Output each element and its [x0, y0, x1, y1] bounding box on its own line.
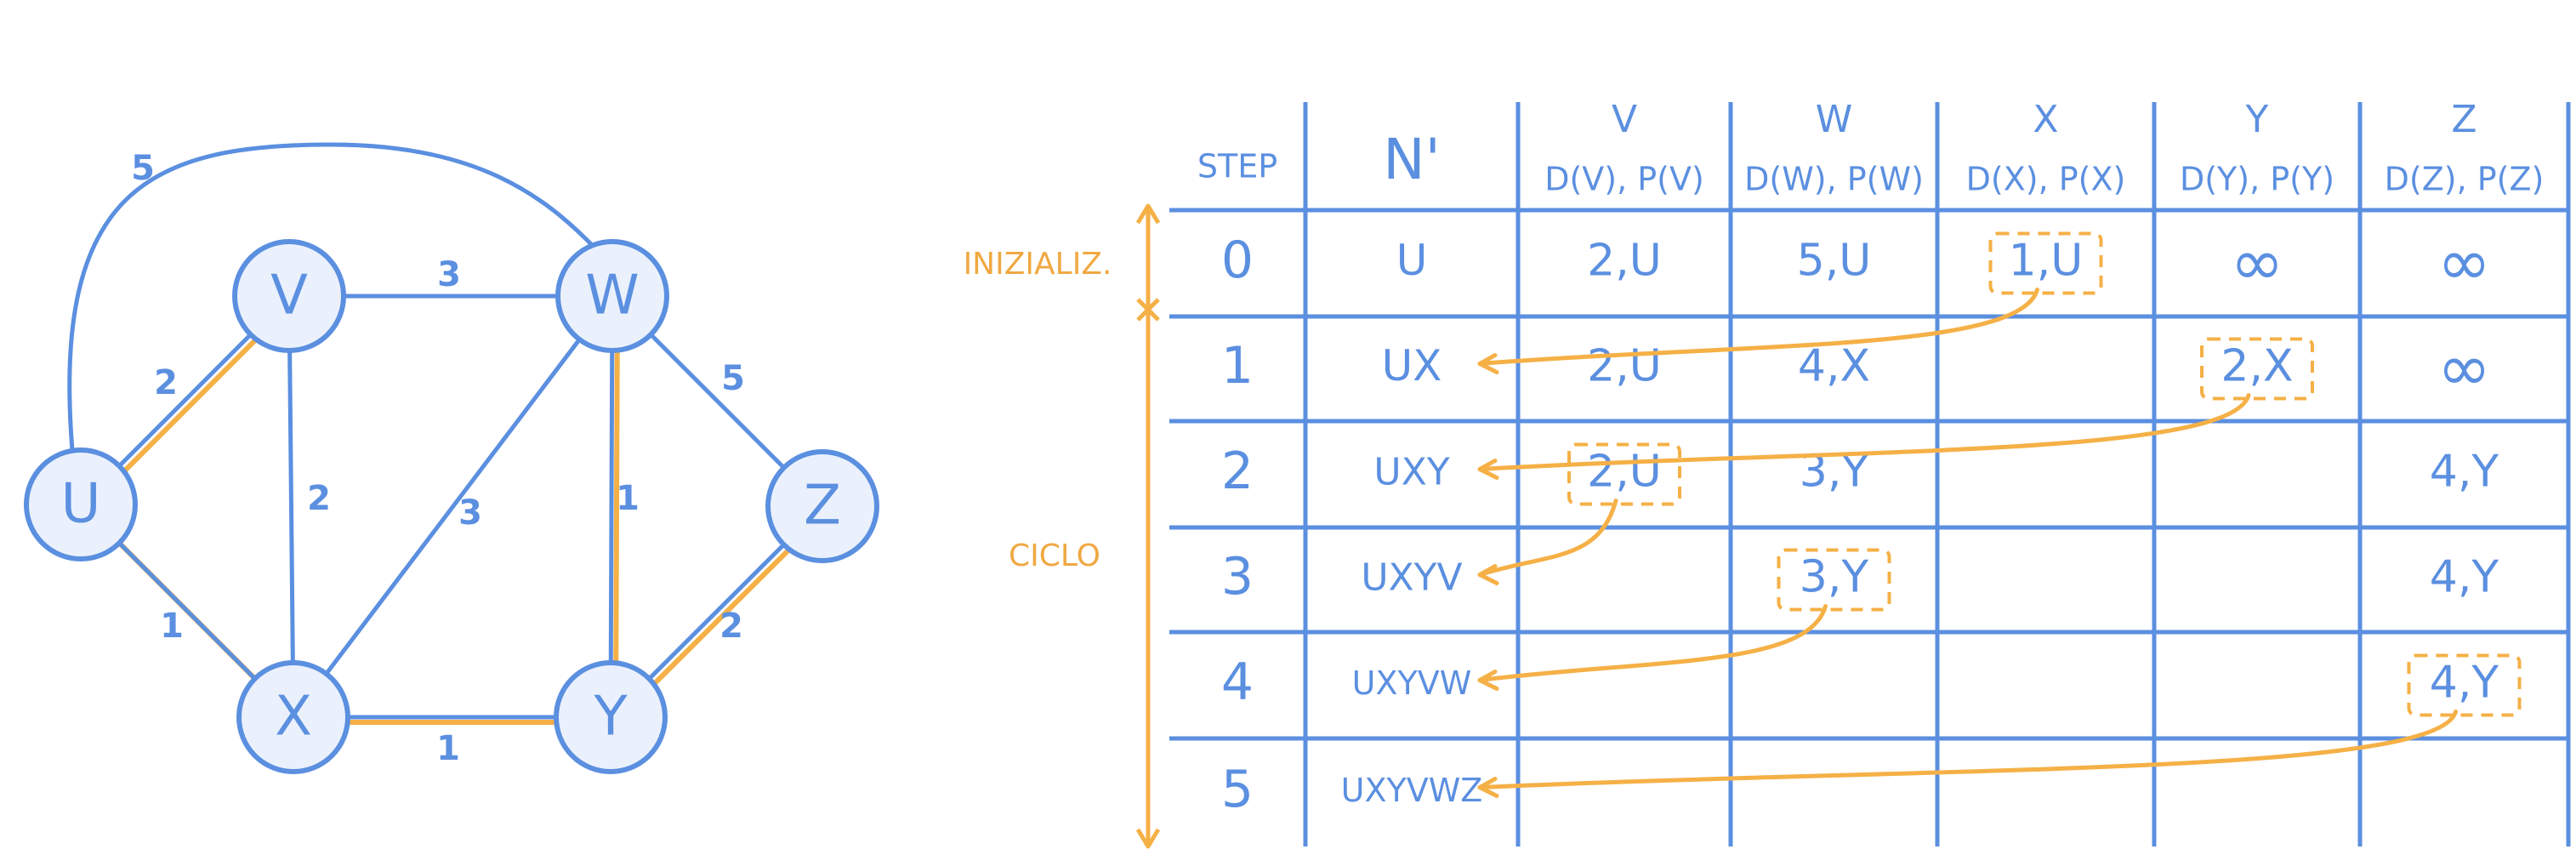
edge-weight-w-y: 1: [616, 479, 640, 518]
node-label: U: [61, 473, 101, 536]
selected-cell-highlight: [1988, 231, 2103, 295]
cell-value: 4,Y: [2430, 447, 2499, 498]
arrow-head: [1477, 459, 1499, 480]
row-step: 1: [1221, 336, 1254, 396]
phase-brace-bottom: [1135, 828, 1161, 849]
header-label-v: D(V), P(V): [1544, 161, 1704, 198]
row-n-prime: UX: [1382, 341, 1442, 390]
row-step: 2: [1221, 442, 1254, 501]
cell-value: 2,U: [1587, 341, 1662, 392]
node-y: Y: [554, 660, 668, 774]
node-w: W: [555, 239, 669, 353]
cell-value: ∞: [2437, 329, 2491, 405]
node-v: V: [232, 239, 346, 353]
node-circle: [555, 239, 669, 353]
dijkstra-table: STEP N' V D(V), P(V) W D(W), P(W) X D(X), P(X) Y…: [964, 98, 2571, 849]
edge-weight-y-z: 2: [719, 607, 743, 646]
edge-weight-u-x: 1: [160, 607, 184, 646]
edge-weight-w-z: 5: [721, 359, 745, 398]
header-step: STEP: [1197, 148, 1277, 185]
selected-cell-highlight: [1777, 548, 1891, 612]
cell-value: 2,X: [2221, 341, 2293, 392]
node-label: Y: [593, 686, 628, 749]
arrow-head: [1477, 777, 1499, 798]
header-node-v: V: [1612, 98, 1637, 141]
edge-weight-x-w: 3: [458, 493, 482, 533]
header-label-z: D(Z), P(Z): [2385, 161, 2545, 198]
header-node-z: Z: [2451, 98, 2476, 141]
row-n-prime: UXYV: [1361, 556, 1462, 600]
edge-x-w: [291, 294, 615, 720]
cell-value: 2,U: [1587, 236, 1662, 287]
node-label: W: [585, 265, 639, 328]
phase-separator: [1136, 298, 1160, 322]
cell-value: 5,U: [1797, 236, 1872, 287]
cell-value: 2,U: [1587, 447, 1662, 498]
node-label: V: [270, 265, 308, 328]
edge-v-x: [287, 294, 296, 720]
phase-loop-label: CICLO: [1009, 539, 1100, 573]
node-label: Z: [804, 475, 841, 538]
node-circle: [765, 449, 879, 563]
phase-brace-top: [1135, 203, 1161, 225]
node-circle: [24, 447, 138, 561]
header-node-y: Y: [2245, 98, 2269, 141]
cell-value: 4,Y: [2430, 658, 2499, 709]
selection-arrow: [1477, 288, 2039, 366]
edge-weight-x-y: 1: [436, 729, 460, 768]
phase-init-label: INIZIALIZ.: [964, 247, 1112, 282]
header-node-w: W: [1816, 98, 1853, 141]
header-nprime: N': [1383, 127, 1441, 192]
selection-arrow: [1477, 604, 1828, 682]
tree-edge-highlight: [613, 299, 620, 725]
node-z: Z: [765, 449, 879, 563]
row-n-prime: UXYVWZ: [1341, 772, 1483, 809]
row-n-prime: UXY: [1373, 451, 1449, 494]
node-circle: [236, 660, 350, 774]
cell-value: ∞: [2230, 224, 2283, 299]
cell-value: 4,Y: [2430, 552, 2499, 603]
row-n-prime: U: [1396, 236, 1428, 285]
edge-w-y: [608, 294, 615, 720]
edge-weight-u-w: 5: [131, 149, 155, 188]
cell-value: 1,U: [2009, 236, 2084, 287]
selected-cell-highlight: [1567, 442, 1681, 506]
row-step: 4: [1221, 653, 1254, 712]
selected-cell-highlight: [2200, 337, 2314, 401]
header-label-x: D(X), P(X): [1966, 161, 2126, 198]
node-x: X: [236, 660, 350, 774]
selection-arrows: [1477, 288, 2458, 798]
edge-weight-v-x: 2: [307, 479, 331, 518]
selection-arrow: [1477, 499, 1618, 577]
row-n-prime: UXYVW: [1352, 664, 1472, 702]
header-label-y: D(Y), P(Y): [2180, 161, 2334, 198]
node-u: U: [24, 447, 138, 561]
arrow-head: [1477, 564, 1499, 585]
arrow-head: [1477, 353, 1499, 374]
row-step: 5: [1221, 760, 1254, 819]
row-step: 0: [1221, 231, 1254, 290]
selected-cell-highlight: [2407, 653, 2522, 717]
cell-value: 4,X: [1798, 341, 1870, 392]
arrow-head: [1477, 670, 1499, 691]
node-circle: [554, 660, 668, 774]
node-circle: [232, 239, 346, 353]
header-label-w: D(W), P(W): [1744, 161, 1924, 198]
node-label: X: [275, 686, 312, 749]
edge-u-w: [67, 142, 598, 453]
cell-value: 3,Y: [1800, 552, 1869, 603]
row-step: 3: [1221, 547, 1254, 607]
selection-arrow: [1477, 393, 2251, 471]
edge-weight-v-w: 3: [437, 255, 461, 294]
cell-value: ∞: [2437, 224, 2491, 299]
edge-weight-u-v: 2: [154, 363, 178, 402]
header-node-x: X: [2033, 98, 2058, 141]
selection-arrow: [1477, 710, 2458, 789]
